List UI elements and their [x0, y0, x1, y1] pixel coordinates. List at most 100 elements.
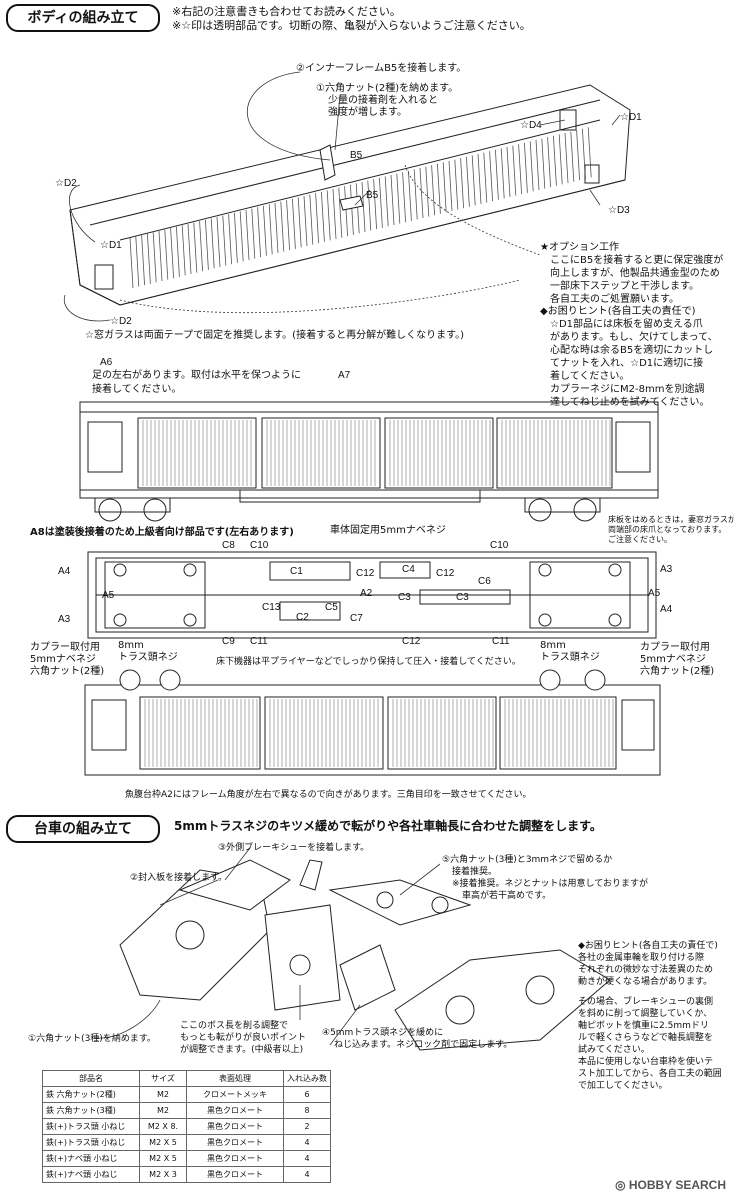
part-a6: A6	[100, 357, 113, 368]
table-cell: 鉄(+)ナベ頭 小ねじ	[42, 1166, 140, 1183]
part-c3: C3	[456, 592, 469, 603]
a6-note-1: 足の左右があります。取付は水平を保つように	[92, 370, 301, 381]
table-cell: クロメートメッキ	[186, 1086, 284, 1103]
option-line: ここにB5を接着すると更に保定強度が	[550, 255, 724, 266]
table-cell: 鉄 六角ナット(3種)	[42, 1102, 140, 1119]
help-line: 着してください。	[550, 371, 630, 382]
table-row: 鉄 六角ナット(3種) M2 黒色クロメート 8	[42, 1102, 331, 1119]
help-line: てナットを入れ、☆D1に適切に接	[550, 358, 704, 369]
body-section-title: ボディの組み立て	[6, 4, 160, 32]
bogie-step1: ①六角ナット(3種)を納めます。	[28, 1034, 156, 1044]
part-c10: C10	[250, 540, 269, 551]
part-b5-top: B5	[350, 150, 363, 161]
truss-line: トラス頭ネジ	[118, 652, 178, 663]
globe-icon: ◎	[615, 1178, 629, 1192]
table-cell: M2 X 5	[139, 1134, 187, 1151]
table-cell: 鉄(+)ナベ頭 小ねじ	[42, 1150, 140, 1167]
part-d3: ☆D3	[608, 205, 630, 216]
coupler-line: 5mmナベネジ	[640, 654, 706, 665]
option-line: 各自工夫のご処置願います。	[550, 294, 679, 305]
a2-direction-note: 魚腹台枠A2にはフレーム角度が左右で異なるので向きがあります。三角目印を一致させ…	[125, 790, 532, 800]
screw-note: 車体固定用5mmナベネジ	[330, 525, 446, 536]
floor-note-2: 両端部の床爪となっております。	[608, 525, 727, 534]
part-c6: C6	[478, 576, 491, 587]
bogie-step4-a: ④5mmトラス頭ネジを緩めに	[322, 1028, 444, 1038]
coupler-note-left: カプラー取付用 5mmナベネジ 六角ナット(2種)	[30, 642, 104, 678]
help-line: ☆D1部品には床板を留め支える爪	[550, 319, 703, 330]
truss-note-right: 8mm トラス頭ネジ	[540, 640, 600, 664]
step1-nut-note: ①六角ナット(2種)を納めます。	[316, 83, 459, 94]
parts-table: 部品名 サイズ 表面処理 入れ込み数 鉄 六角ナット(2種) M2 クロメートメ…	[42, 1070, 331, 1183]
help-line: を斜めに削って調整していくか、	[578, 1009, 713, 1019]
part-c5: C5	[325, 602, 338, 613]
bogie-step5-d: 車高が若干高めです。	[462, 891, 552, 901]
part-a4-left: A4	[58, 566, 71, 577]
coupler-line: 六角ナット(2種)	[30, 666, 105, 677]
part-d4: ☆D4	[520, 120, 542, 131]
table-cell: 鉄(+)トラス頭 小ねじ	[42, 1118, 140, 1135]
part-a7: A7	[338, 370, 351, 381]
option-line: 向上しますが、他製品共通金型のため	[550, 268, 720, 279]
bogie-step5-b: 接着推奨。	[452, 867, 498, 877]
table-header: 部品名	[42, 1070, 140, 1087]
help-line: 動きが硬くなる場合があります。	[578, 977, 713, 987]
bogie-step3: ③外側ブレーキシューを接着します。	[218, 843, 370, 853]
boss-note-2: もっとも転がりが良いポイント	[180, 1033, 307, 1043]
table-row: 鉄(+)ナベ頭 小ねじ M2 X 5 黒色クロメート 4	[42, 1150, 331, 1167]
coupler-line: 5mmナベネジ	[30, 654, 96, 665]
coupler-note-right: カプラー取付用 5mmナベネジ 六角ナット(2種)	[640, 642, 714, 678]
part-c13: C13	[262, 602, 281, 613]
help-line: ルで軽くさらうなどで軸長調整を	[578, 1033, 713, 1043]
part-a5-left: A5	[102, 590, 115, 601]
bogie-step2: ②封入板を接着します。	[130, 873, 228, 883]
help-line: 試みてください。	[578, 1045, 650, 1055]
part-c3: C3	[398, 592, 411, 603]
part-c11: C11	[250, 636, 268, 647]
table-header: サイズ	[139, 1070, 187, 1087]
table-cell: 4	[283, 1150, 331, 1167]
floor-note-3: ご注意ください。	[608, 535, 672, 544]
help-line: それぞれの微妙な寸法差異のため	[578, 965, 714, 975]
help-line: カプラーネジにM2-8mmを別途調	[550, 384, 705, 395]
table-row: 鉄 六角ナット(2種) M2 クロメートメッキ 6	[42, 1086, 331, 1103]
part-c1: C1	[290, 566, 303, 577]
step1-nut-note-2: 少量の接着剤を入れると	[328, 95, 438, 106]
option-title: ★オプション工作	[540, 242, 619, 253]
help-line: 軸ピボットを慎重に2.5mmドリ	[578, 1021, 709, 1031]
help-line: その場合、ブレーキシューの裏側	[578, 997, 714, 1007]
help-note-body: ◆お困りヒント(各自工夫の責任で) ☆D1部品には床板を留め支える爪 があります…	[540, 305, 718, 409]
coupler-line: カプラー取付用	[30, 642, 100, 653]
part-c2: C2	[296, 612, 309, 623]
help-line: 達してねじ止めを試みてください。	[550, 397, 710, 408]
table-cell: 黒色クロメート	[186, 1134, 284, 1151]
part-c9: C9	[222, 636, 235, 647]
help-note-bogie: ◆お困りヒント(各自工夫の責任で) 各社の金属車輪を取り付ける際 それぞれの微妙…	[578, 940, 722, 1092]
table-cell: 8	[283, 1102, 331, 1119]
floor-note-1: 床板をはめるときは，妻窓ガラスが	[608, 515, 734, 524]
coupler-line: カプラー取付用	[640, 642, 710, 653]
table-cell: 6	[283, 1086, 331, 1103]
help-title: ◆お困りヒント(各自工夫の責任で)	[578, 941, 718, 951]
part-c12: C12	[356, 568, 375, 579]
table-header-row: 部品名 サイズ 表面処理 入れ込み数	[42, 1070, 331, 1087]
part-c4: C4	[402, 564, 415, 575]
table-cell: M2	[139, 1102, 187, 1119]
glass-note: ☆窓ガラスは両面テープで固定を推奨します。(接着すると再分解が難しくなります。)	[85, 330, 464, 341]
coupler-line: 六角ナット(2種)	[640, 666, 715, 677]
table-cell: 黒色クロメート	[186, 1150, 284, 1167]
bogie-section-title: 台車の組み立て	[6, 815, 160, 843]
underfloor-note: 床下機器は平プライヤーなどでしっかり保持して圧入・接着してください。	[216, 657, 521, 667]
a8-note: A8は塗装後接着のため上級者向け部品です(左右あります)	[30, 527, 294, 538]
part-c7: C7	[350, 613, 363, 624]
table-header: 入れ込み数	[283, 1070, 331, 1087]
help-title: ◆お困りヒント(各自工夫の責任で)	[540, 306, 696, 317]
step2-frame-note: ②インナーフレームB5を接着します。	[296, 63, 467, 74]
part-c8: C8	[222, 540, 235, 551]
help-line: 心配な時は余るB5を適切にカットし	[550, 345, 714, 356]
part-a3-left: A3	[58, 614, 71, 625]
part-c10: C10	[490, 540, 509, 551]
part-a3-right: A3	[660, 564, 673, 575]
part-c11: C11	[492, 636, 510, 647]
table-row: 鉄(+)ナベ頭 小ねじ M2 X 3 黒色クロメート 4	[42, 1166, 331, 1183]
